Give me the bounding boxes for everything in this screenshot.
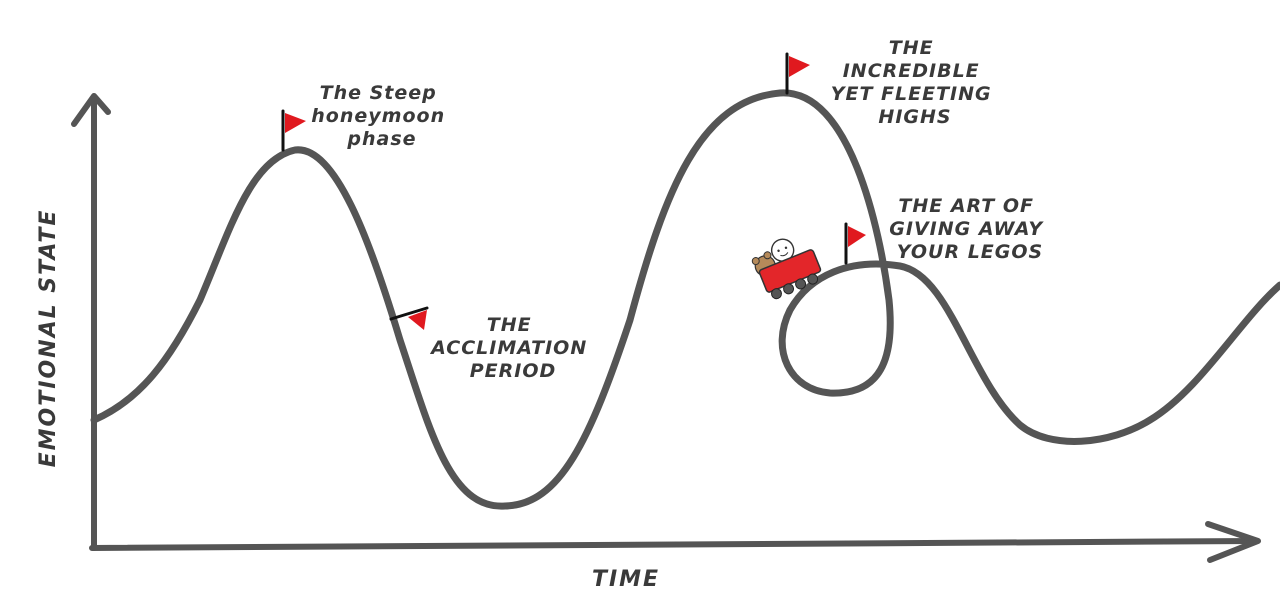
annotation-line: ACCLIMATION (429, 337, 587, 359)
annotation-line: The Steep (320, 82, 437, 104)
roller-coaster-cart-icon (751, 238, 822, 300)
flag-honeymoon (281, 109, 306, 152)
annotation-line: GIVING AWAY (889, 218, 1044, 240)
annotation-line: YOUR LEGOS (897, 241, 1043, 263)
red-flag-icon (848, 226, 866, 247)
emotion-curve (90, 89, 1280, 510)
flag-acclimation (389, 306, 429, 330)
annotation-line: HIGHS (878, 106, 951, 128)
annotation-line: INCREDIBLE (843, 60, 980, 82)
red-flag-icon (408, 310, 427, 330)
annotation-acclimation: THE ACCLIMATION PERIOD (429, 314, 595, 382)
annotation-fleeting-highs: THE INCREDIBLE YET FLEETING HIGHS (831, 37, 1000, 128)
red-flag-icon (285, 113, 306, 133)
axes (71, 93, 1261, 563)
y-axis-label: EMOTIONAL STATE (36, 209, 61, 468)
annotation-giving-away: THE ART OF GIVING AWAY YOUR LEGOS (889, 195, 1050, 263)
annotation-line: PERIOD (470, 360, 557, 382)
annotation-line: honeymoon (311, 105, 445, 127)
x-axis-arrowhead (1205, 521, 1261, 563)
annotation-line: THE (889, 37, 934, 59)
annotation-line: THE ART OF (898, 195, 1034, 217)
flag-giving-away (844, 222, 866, 265)
annotation-honeymoon: The Steep honeymoon phase (311, 82, 452, 150)
annotation-line: THE (487, 314, 532, 336)
red-flag-icon (789, 56, 810, 77)
y-axis-arrowhead (71, 93, 111, 127)
annotation-line: YET FLEETING (831, 83, 992, 105)
cart-body (758, 249, 822, 293)
flag-fleeting-highs (785, 52, 810, 95)
annotation-line: phase (346, 128, 416, 150)
x-axis-label: TIME (592, 567, 660, 592)
x-axis-line (89, 538, 1259, 551)
